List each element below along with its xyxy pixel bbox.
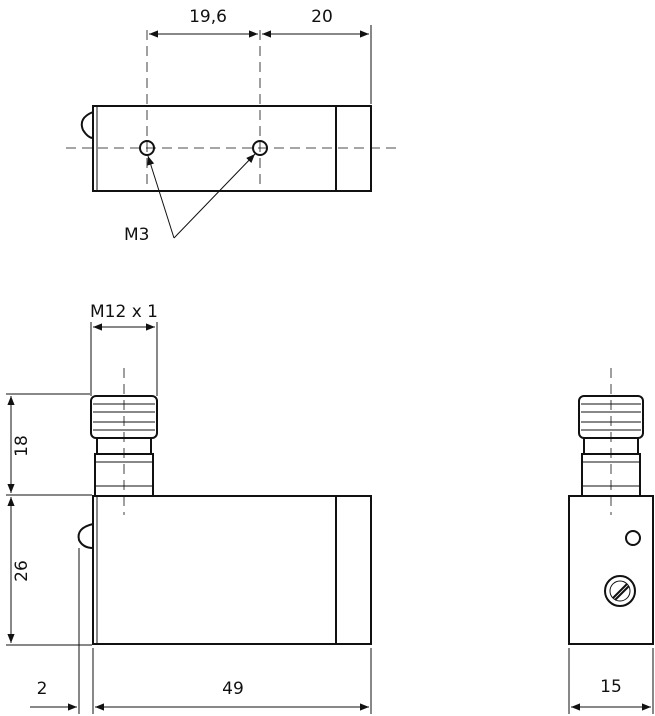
front-view: M12 x 1 18 26 bbox=[6, 302, 372, 714]
front-view-nub bbox=[77, 523, 94, 549]
side-view-body bbox=[568, 495, 654, 645]
top-view-nub bbox=[80, 111, 94, 139]
top-view-body bbox=[92, 105, 372, 192]
top-view: 19,6 20 M3 bbox=[66, 7, 398, 245]
dim-hole-spacing-label: 19,6 bbox=[189, 7, 227, 27]
side-view: 15 bbox=[568, 368, 654, 714]
dim-body-height-label: 26 bbox=[12, 560, 32, 582]
mounting-hole-1 bbox=[139, 140, 155, 156]
m12-connector bbox=[90, 368, 158, 515]
dim-offset-label: 2 bbox=[37, 679, 48, 699]
dim-hole-to-end-label: 20 bbox=[311, 7, 333, 27]
dim-connector-height-label: 18 bbox=[12, 435, 32, 457]
connector-thread-label: M12 x 1 bbox=[90, 302, 158, 322]
m3-leader-1 bbox=[147, 155, 175, 239]
front-view-body bbox=[92, 495, 372, 645]
m3-leader-2 bbox=[173, 153, 256, 239]
mounting-hole-2 bbox=[252, 140, 268, 156]
thread-callout-label: M3 bbox=[124, 225, 149, 245]
dim-body-length-label: 49 bbox=[222, 679, 244, 699]
led-indicator bbox=[625, 530, 641, 546]
side-m12-connector bbox=[578, 368, 644, 515]
dim-width-label: 15 bbox=[600, 677, 622, 697]
adjustment-screw-icon bbox=[604, 575, 636, 607]
